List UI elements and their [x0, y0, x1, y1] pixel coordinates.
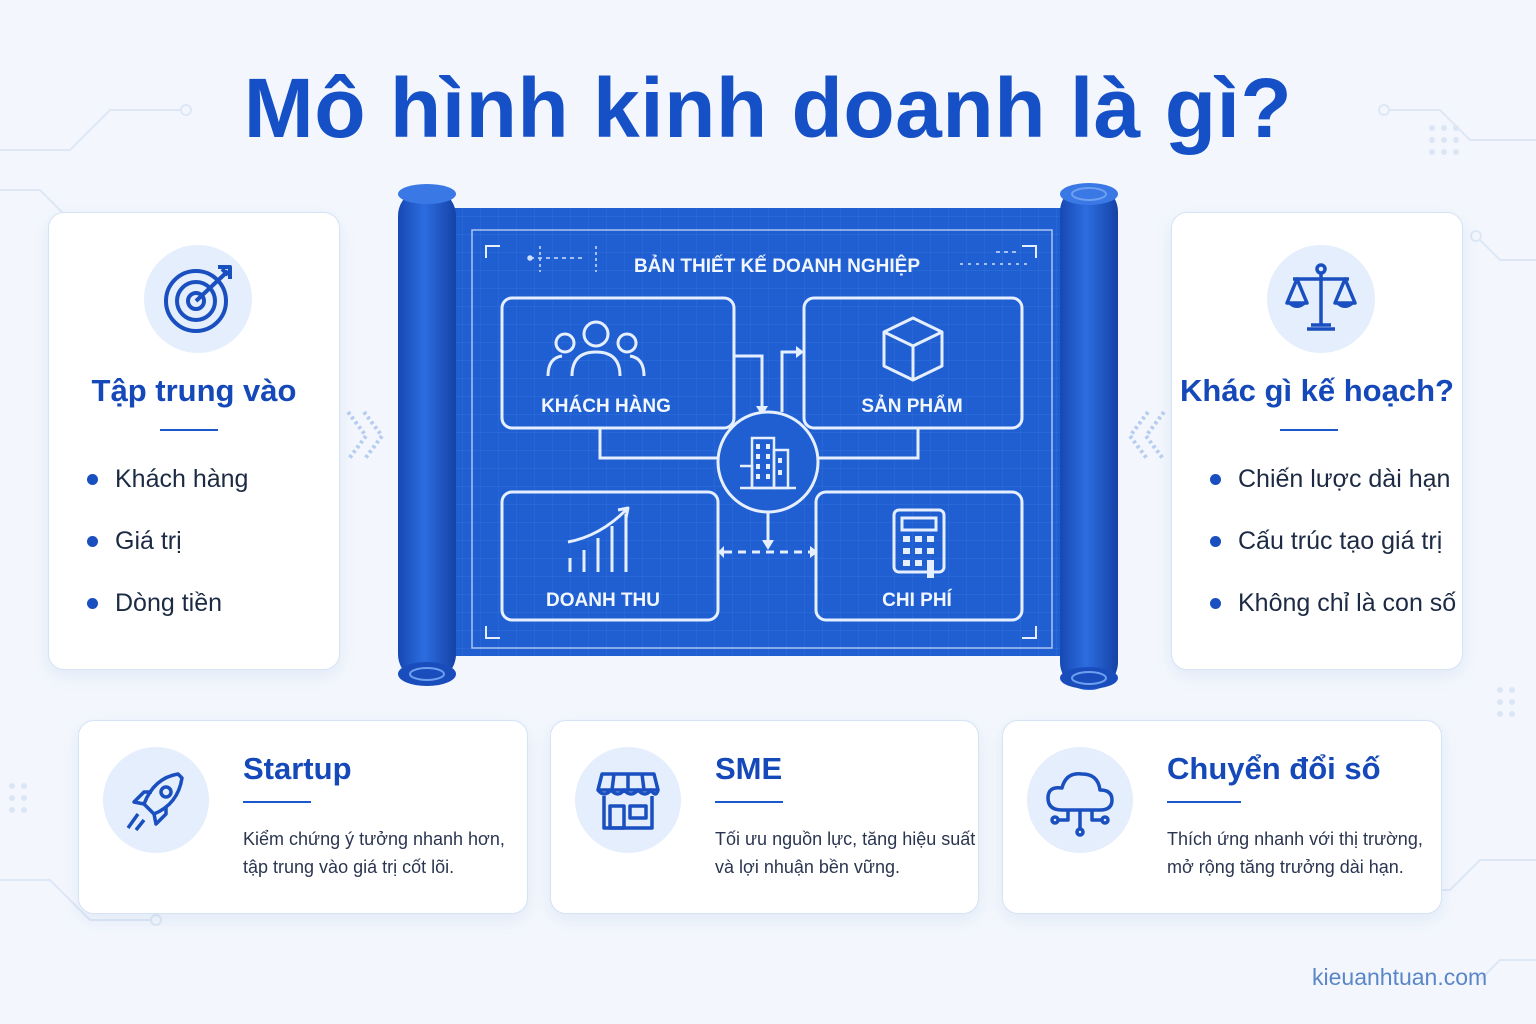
list-item: Không chỉ là con số [1210, 587, 1456, 649]
list-item-label: Chiến lược dài hạn [1238, 465, 1451, 493]
website-watermark: kieuanhtuan.com [1312, 964, 1488, 990]
startup-card: Startup Kiểm chứng ý tưởng nhanh hơn, tậ… [78, 720, 528, 914]
sme-description: Tối ưu nguồn lực, tăng hiệu suất và lợi … [715, 825, 975, 881]
bullet-dot [87, 536, 98, 547]
scales-icon [1267, 245, 1375, 353]
digital-transformation-description: Thích ứng nhanh với thị trường, mở rộng … [1167, 825, 1423, 881]
rocket-icon [103, 747, 209, 853]
difference-heading-underline [1280, 429, 1338, 431]
bullet-dot [1210, 474, 1221, 485]
list-item: Giá trị [87, 525, 248, 587]
description-line: mở rộng tăng trưởng dài hạn. [1167, 857, 1404, 877]
bullet-dot [87, 474, 98, 485]
target-icon [144, 245, 252, 353]
description-line: Thích ứng nhanh với thị trường, [1167, 829, 1423, 849]
list-item-label: Không chỉ là con số [1238, 589, 1457, 617]
list-item: Cấu trúc tạo giá trị [1210, 525, 1456, 587]
list-item-label: Giá trị [115, 527, 182, 555]
focus-heading: Tập trung vào [91, 373, 297, 408]
chevron-right-icon [346, 410, 385, 462]
blueprint-title: BẢN THIẾT KẾ DOANH NGHIỆP [634, 255, 920, 277]
growth-chart-icon [567, 506, 630, 572]
list-item-label: Dòng tiền [115, 589, 223, 617]
costs-label: CHI PHÍ [882, 589, 952, 611]
box-icon [882, 316, 944, 382]
digital-transformation-card: Chuyển đổi số Thích ứng nhanh với thị tr… [1002, 720, 1442, 914]
products-label: SẢN PHẨM [861, 395, 962, 417]
focus-card: Tập trung vào Khách hàng Giá trị Dòng ti… [48, 212, 340, 670]
list-item: Dòng tiền [87, 587, 248, 649]
digital-transformation-title-underline [1167, 801, 1241, 803]
building-icon [740, 436, 796, 490]
sme-title-underline [715, 801, 783, 803]
difference-heading: Khác gì kế hoạch? [1180, 373, 1454, 408]
page-title: Mô hình kinh doanh là gì? [243, 61, 1293, 155]
list-item-label: Cấu trúc tạo giá trị [1238, 527, 1443, 555]
chevron-left-icon [1127, 410, 1166, 462]
customers-label: KHÁCH HÀNG [541, 395, 671, 417]
difference-list: Chiến lược dài hạn Cấu trúc tạo giá trị … [1210, 463, 1456, 649]
bullet-dot [1210, 598, 1221, 609]
sme-title: SME [715, 751, 783, 786]
revenue-label: DOANH THU [546, 590, 660, 611]
cloud-icon [1027, 747, 1133, 853]
difference-card: Khác gì kế hoạch? Chiến lược dài hạn Cấu… [1171, 212, 1463, 670]
list-item: Khách hàng [87, 463, 248, 525]
startup-title: Startup [243, 751, 352, 786]
description-line: Tối ưu nguồn lực, tăng hiệu suất [715, 829, 976, 849]
sme-card: SME Tối ưu nguồn lực, tăng hiệu suất và … [550, 720, 979, 914]
focus-list: Khách hàng Giá trị Dòng tiền [87, 463, 248, 649]
bullet-dot [1210, 536, 1221, 547]
blueprint-scroll: BẢN THIẾT KẾ DOANH NGHIỆP KHÁCH HÀNG SẢN… [398, 183, 1118, 690]
description-line: và lợi nhuận bền vững. [715, 857, 900, 877]
startup-description: Kiểm chứng ý tưởng nhanh hơn, tập trung … [243, 825, 505, 881]
description-line: Kiểm chứng ý tưởng nhanh hơn, [243, 829, 505, 849]
focus-heading-underline [160, 429, 218, 431]
startup-title-underline [243, 801, 311, 803]
description-line: tập trung vào giá trị cốt lõi. [243, 857, 455, 877]
people-icon [546, 320, 646, 377]
list-item: Chiến lược dài hạn [1210, 463, 1456, 525]
bullet-dot [87, 598, 98, 609]
digital-transformation-title: Chuyển đổi số [1167, 751, 1381, 786]
store-icon [575, 747, 681, 853]
list-item-label: Khách hàng [115, 465, 249, 493]
calculator-icon [892, 508, 946, 574]
